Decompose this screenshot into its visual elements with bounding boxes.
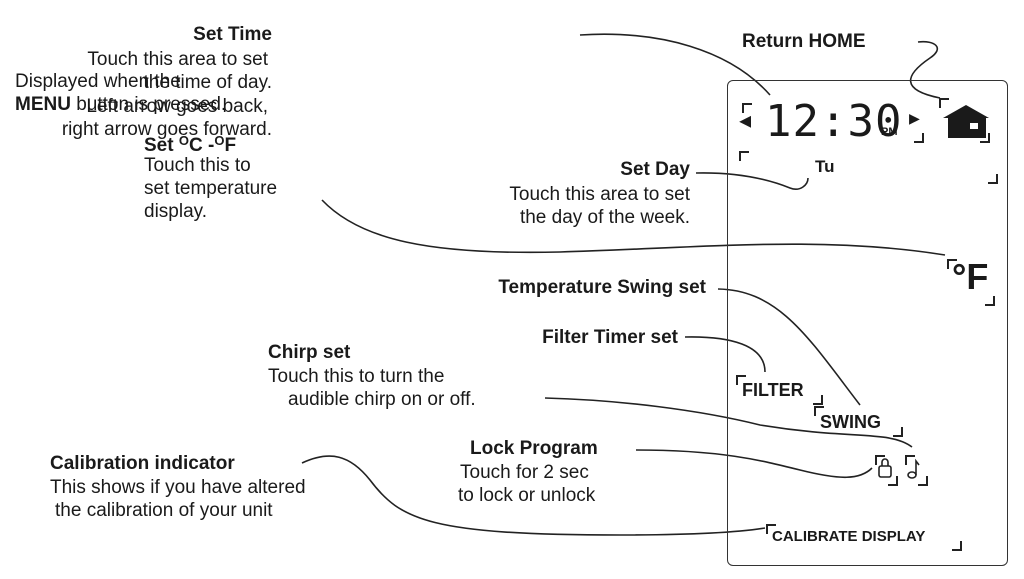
connector-temp-swing	[717, 288, 861, 406]
set-cf-line: Touch this to	[144, 155, 251, 176]
day-area-bracket	[739, 151, 749, 161]
chirp-line: audible chirp on or off.	[288, 389, 476, 410]
set-time-line: the time of day.	[143, 72, 273, 93]
home-icon[interactable]	[940, 104, 992, 140]
filter-timer-title: Filter Timer set	[542, 327, 678, 348]
calibrate-bracket	[766, 524, 776, 534]
swing-bracket	[814, 406, 824, 416]
chirp-title: Chirp set	[268, 342, 351, 363]
filter-indicator[interactable]: FILTER	[742, 380, 804, 400]
set-cf-c: C -	[188, 135, 215, 156]
set-cf-prefix: Set	[144, 135, 179, 156]
set-day-line: the day of the week.	[519, 207, 690, 228]
time-back-arrow[interactable]: ◀	[739, 108, 752, 132]
music-note-icon[interactable]	[906, 458, 922, 480]
menu-note-rest: button is pressed.	[70, 94, 227, 115]
home-bracket	[939, 98, 949, 108]
connector-set-cf	[321, 199, 946, 256]
day-display[interactable]: Tu	[815, 157, 835, 176]
temp-unit-bracket	[947, 259, 957, 269]
thermostat-display	[727, 80, 1008, 566]
return-home-title: Return HOME	[742, 31, 866, 52]
swing-indicator[interactable]: SWING	[820, 412, 881, 432]
menu-note-line2: MENU button is pressed.	[15, 94, 226, 116]
calibrate-display-indicator: CALIBRATE DISPLAY	[772, 528, 926, 545]
temp-unit-bracket	[985, 296, 995, 306]
ampm-indicator: PM	[881, 126, 898, 138]
lock-line: Touch for 2 sec	[460, 462, 589, 483]
deg-sign-f: O	[214, 133, 225, 148]
calibration-title: Calibration indicator	[50, 453, 235, 474]
connector-set-day	[695, 172, 809, 190]
calibration-line: This shows if you have altered	[50, 477, 306, 498]
calibration-line: the calibration of your unit	[55, 500, 273, 521]
day-area-bracket	[988, 174, 998, 184]
home-bracket	[980, 133, 990, 143]
set-time-line: right arrow goes forward.	[61, 119, 272, 140]
lock-title: Lock Program	[470, 438, 598, 459]
chirp-bracket	[918, 476, 928, 486]
connector-lock	[635, 449, 873, 479]
connector-chirp	[544, 397, 913, 448]
connector-calibration	[301, 455, 766, 536]
filter-bracket	[813, 395, 823, 405]
time-display[interactable]: 12:30	[765, 96, 903, 147]
lock-bracket	[875, 455, 885, 465]
connector-filter-timer	[684, 336, 766, 373]
time-area-bracket	[742, 103, 752, 113]
calibrate-bracket	[952, 541, 962, 551]
set-cf-line: set temperature	[144, 178, 278, 199]
set-cf-title: Set OC -OF	[144, 130, 236, 157]
temp-unit-display[interactable]: °F	[952, 256, 989, 297]
set-cf-line: display.	[144, 201, 208, 222]
chirp-bracket	[905, 455, 915, 465]
lock-bracket	[888, 476, 898, 486]
filter-bracket	[736, 375, 746, 385]
set-time-line: Left arrow goes back,	[86, 96, 268, 117]
lock-line: to lock or unlock	[458, 485, 596, 506]
time-area-bracket	[914, 133, 924, 143]
temp-swing-title: Temperature Swing set	[498, 277, 706, 298]
menu-keyword: MENU	[15, 94, 71, 115]
menu-note-line1: Displayed when the	[15, 71, 181, 92]
set-time-title: Set Time	[193, 24, 272, 45]
set-day-line: Touch this area to set	[509, 184, 690, 205]
set-time-line: Touch this area to set	[87, 49, 268, 70]
set-day-title: Set Day	[620, 159, 690, 180]
set-cf-f: F	[224, 135, 237, 156]
connector-set-time	[579, 33, 771, 96]
lock-icon[interactable]	[877, 457, 893, 479]
swing-bracket	[893, 427, 903, 437]
chirp-line: Touch this to turn the	[268, 366, 445, 387]
time-forward-arrow[interactable]: ▶	[909, 108, 920, 129]
connector-return-home	[909, 40, 941, 99]
deg-sign-c: O	[178, 133, 189, 148]
